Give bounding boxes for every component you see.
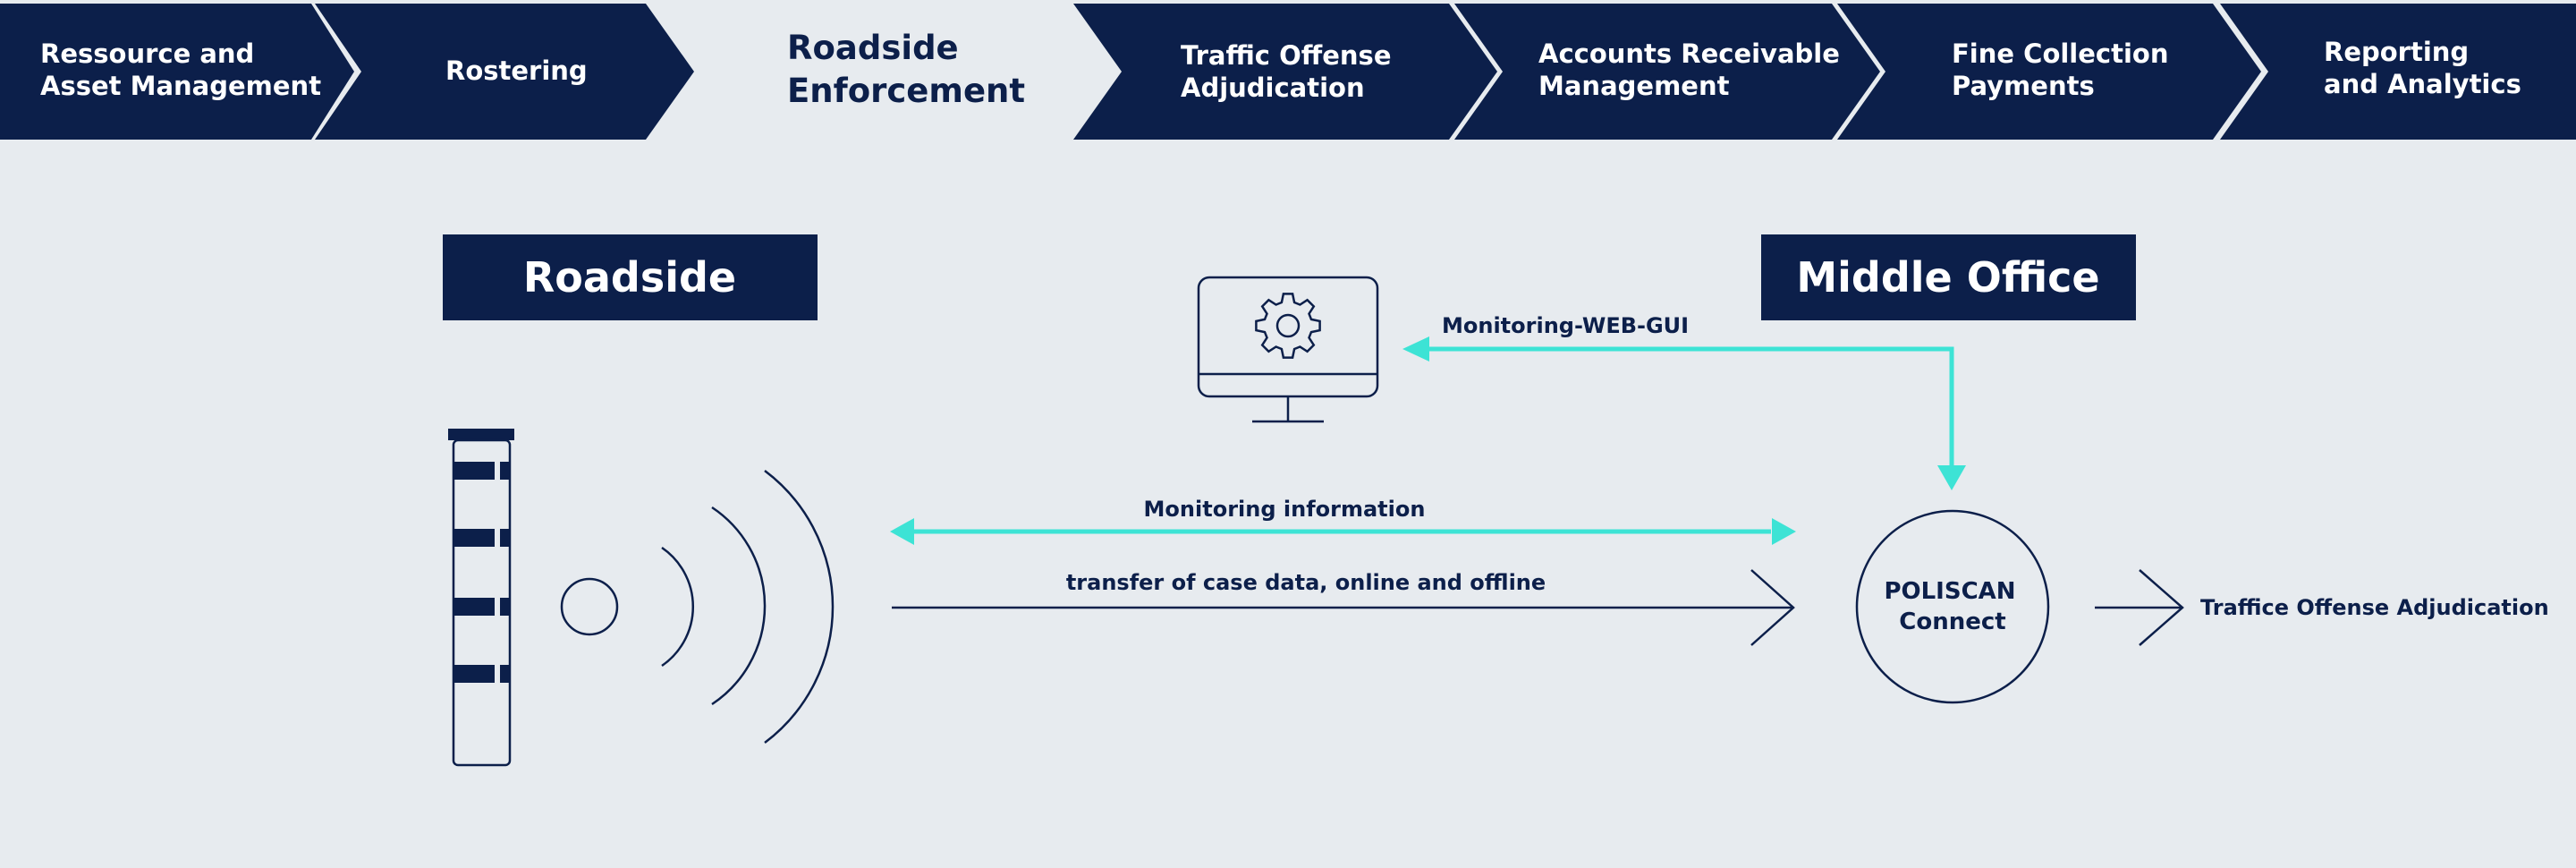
nav-step-label: Ressource and Asset Management: [40, 38, 321, 101]
roadside-title-box: Roadside: [443, 234, 818, 320]
nav-step-label-active: Roadside Enforcement: [787, 29, 1025, 110]
monitor-gear-icon: [1197, 276, 1379, 423]
nav-step-reporting-analytics[interactable]: Reporting and Analytics: [2220, 4, 2576, 140]
nav-step-label: Rostering: [445, 55, 588, 86]
enforcement-pole-icon: [448, 429, 514, 767]
gear-icon: [1255, 293, 1321, 359]
output-adjudication-label: Traffice Offense Adjudication: [2200, 595, 2549, 620]
case-data-transfer-arrow: [892, 569, 1795, 646]
nav-step-label: Traffic Offense Adjudication: [1181, 40, 1401, 103]
monitoring-web-gui-label: Monitoring-WEB-GUI: [1442, 313, 1689, 338]
poliscan-connect-label-line2: Connect: [1899, 608, 2005, 635]
monitoring-information-label: Monitoring information: [1144, 497, 1426, 522]
nav-step-label: Accounts Receivable Management: [1538, 38, 1849, 101]
process-nav: Ressource and Asset Management Rostering…: [0, 4, 2576, 140]
poliscan-connect-label-line1: POLISCAN: [1884, 578, 2015, 605]
nav-step-label: Reporting and Analytics: [2324, 37, 2521, 99]
nav-step-roadside-enforcement[interactable]: Roadside Enforcement: [698, 4, 1118, 140]
case-data-transfer-label: transfer of case data, online and offlin…: [1066, 570, 1546, 595]
nav-step-label: Fine Collection Payments: [1952, 38, 2178, 101]
monitoring-web-gui-connector: Monitoring-WEB-GUI: [1402, 313, 1966, 490]
nav-step-traffic-offense-adjudication[interactable]: Traffic Offense Adjudication: [1073, 4, 1497, 140]
poliscan-connect-node: POLISCAN Connect: [1855, 509, 2050, 704]
wireless-signal-icon: [560, 470, 835, 744]
nav-step-accounts-receivable-management[interactable]: Accounts Receivable Management: [1454, 4, 1880, 140]
nav-step-rostering[interactable]: Rostering: [315, 4, 694, 140]
nav-step-fine-collection-payments[interactable]: Fine Collection Payments: [1837, 4, 2261, 140]
middle-office-title-box: Middle Office: [1761, 234, 2136, 320]
monitoring-information-arrow: Monitoring information: [890, 497, 1796, 545]
middle-office-title: Middle Office: [1796, 253, 2099, 302]
output-arrow: [2095, 569, 2184, 646]
nav-step-resource-asset-management[interactable]: Ressource and Asset Management: [0, 4, 354, 140]
roadside-title: Roadside: [523, 253, 736, 302]
